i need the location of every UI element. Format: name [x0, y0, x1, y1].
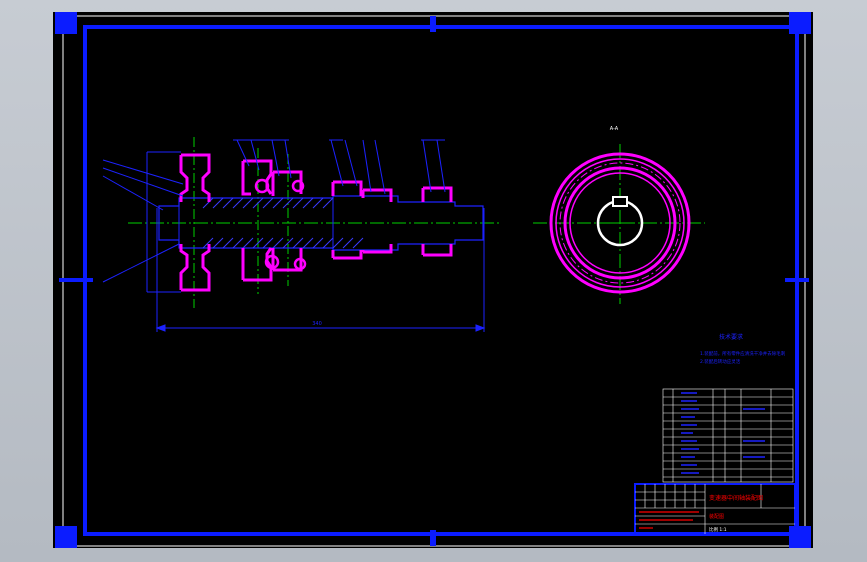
- title-block-scale: 比例 1:1: [709, 526, 727, 533]
- notes-line-1: 1.装配前，所有零件应清洗干净并去除毛刺: [700, 350, 786, 357]
- notes-line-2: 2.装配后转动应灵活: [700, 358, 741, 365]
- parts-list-text-marks: [681, 392, 765, 474]
- length-dimension: [146, 151, 486, 332]
- gear-front-view: A-A: [533, 126, 705, 304]
- title-block-subtitle: 装配图: [709, 513, 724, 520]
- section-label: A-A: [610, 126, 619, 132]
- corner-markers: [55, 12, 811, 548]
- section-hatch: [202, 197, 364, 249]
- cad-viewport[interactable]: 340: [53, 12, 813, 548]
- leader-lines: [102, 139, 446, 283]
- shaft-section-view: 340: [102, 137, 499, 332]
- title-block-title: 变速器中间轴装配图: [709, 494, 763, 502]
- notes-title: 技术要求: [719, 333, 743, 341]
- parts-list-table: [662, 388, 794, 483]
- drawing-sheet: 340: [55, 12, 811, 548]
- title-block: 变速器中间轴装配图 装配图 比例 1:1: [634, 483, 796, 535]
- sheet-border: [62, 15, 806, 547]
- overall-dimension-text: 340: [312, 321, 322, 327]
- technical-notes: 技术要求 1.装配前，所有零件应清洗干净并去除毛刺 2.装配后转动应灵活: [700, 333, 786, 365]
